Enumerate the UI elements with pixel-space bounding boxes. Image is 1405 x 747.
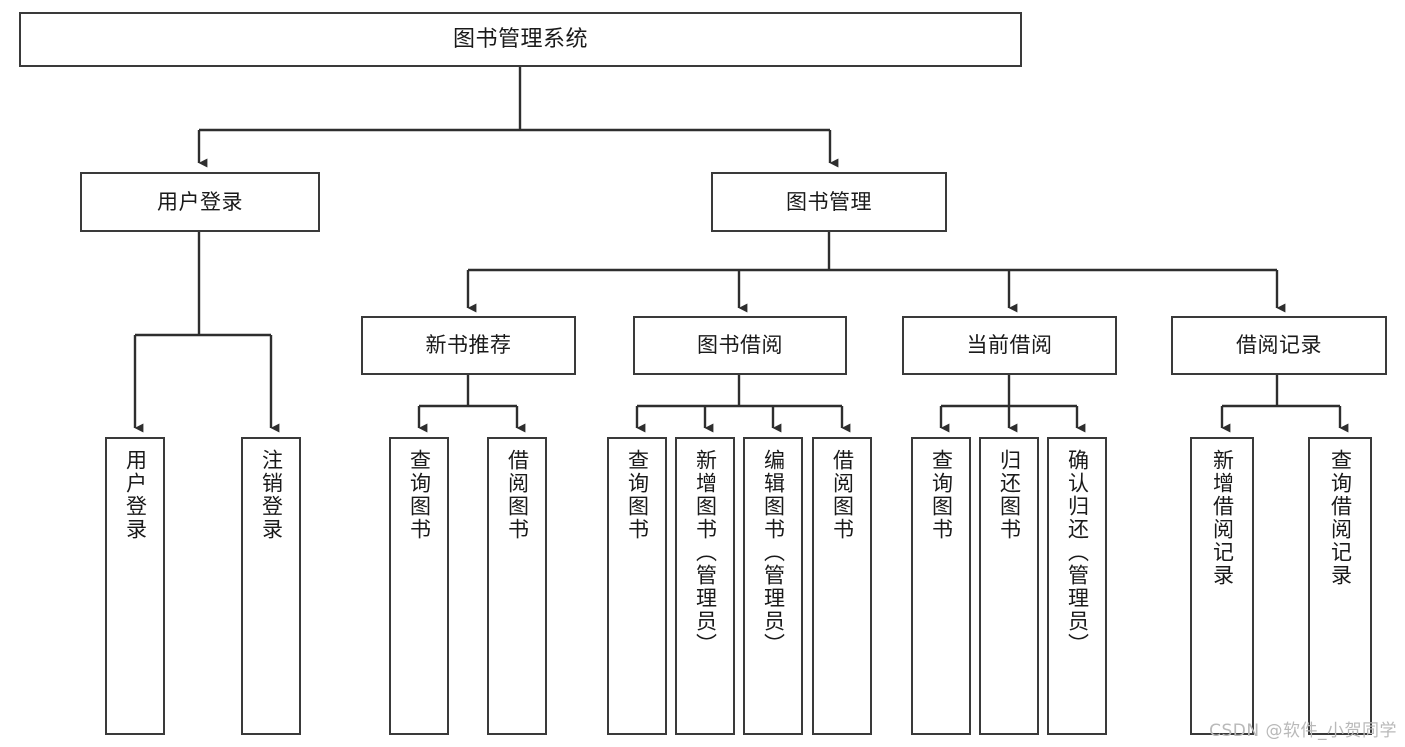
csdn-watermark: CSDN @软件_小贺同学: [1209, 721, 1397, 741]
node-leaf-borrow-book-recommend[interactable]: 借阅图书: [487, 437, 547, 735]
node-label: 查询图书: [407, 449, 432, 541]
node-leaf-add-borrow-record[interactable]: 新增借阅记录: [1190, 437, 1254, 735]
node-leaf-return-book[interactable]: 归还图书: [979, 437, 1039, 735]
node-label: 编辑图书（管理员）: [761, 449, 786, 656]
node-label: 当前借阅: [966, 333, 1053, 358]
node-root-system[interactable]: 图书管理系统: [19, 12, 1022, 67]
node-borrow-record[interactable]: 借阅记录: [1171, 316, 1387, 375]
node-label: 确认归还（管理员）: [1065, 449, 1090, 656]
node-label: 图书借阅: [697, 333, 783, 358]
node-book-management[interactable]: 图书管理: [711, 172, 947, 232]
node-label: 用户登录: [157, 189, 243, 214]
node-label: 查询图书: [929, 449, 954, 541]
node-label: 新书推荐: [425, 333, 512, 358]
node-label: 查询借阅记录: [1328, 449, 1353, 587]
node-label: 用户登录: [123, 449, 148, 541]
node-leaf-query-book-current[interactable]: 查询图书: [911, 437, 971, 735]
node-leaf-query-book-recommend[interactable]: 查询图书: [389, 437, 449, 735]
node-book-borrow[interactable]: 图书借阅: [633, 316, 847, 375]
node-leaf-borrow-book[interactable]: 借阅图书: [812, 437, 872, 735]
node-user-login[interactable]: 用户登录: [80, 172, 320, 232]
node-new-book-recommend[interactable]: 新书推荐: [361, 316, 576, 375]
node-label: 查询图书: [625, 449, 650, 541]
node-label: 新增图书（管理员）: [693, 449, 718, 656]
node-label: 借阅图书: [505, 449, 530, 541]
node-label: 归还图书: [997, 449, 1022, 541]
node-label: 注销登录: [259, 449, 284, 541]
node-label: 图书管理系统: [452, 26, 588, 52]
node-leaf-add-book[interactable]: 新增图书（管理员）: [675, 437, 735, 735]
node-leaf-user-login[interactable]: 用户登录: [105, 437, 165, 735]
node-current-borrow[interactable]: 当前借阅: [902, 316, 1117, 375]
node-leaf-query-book-borrow[interactable]: 查询图书: [607, 437, 667, 735]
node-label: 新增借阅记录: [1210, 449, 1235, 587]
node-label: 图书管理: [786, 189, 872, 214]
node-label: 借阅图书: [830, 449, 855, 541]
node-leaf-query-borrow-record[interactable]: 查询借阅记录: [1308, 437, 1372, 735]
node-leaf-logout-login[interactable]: 注销登录: [241, 437, 301, 735]
node-leaf-edit-book[interactable]: 编辑图书（管理员）: [743, 437, 803, 735]
node-label: 借阅记录: [1236, 333, 1322, 358]
node-leaf-confirm-return[interactable]: 确认归还（管理员）: [1047, 437, 1107, 735]
